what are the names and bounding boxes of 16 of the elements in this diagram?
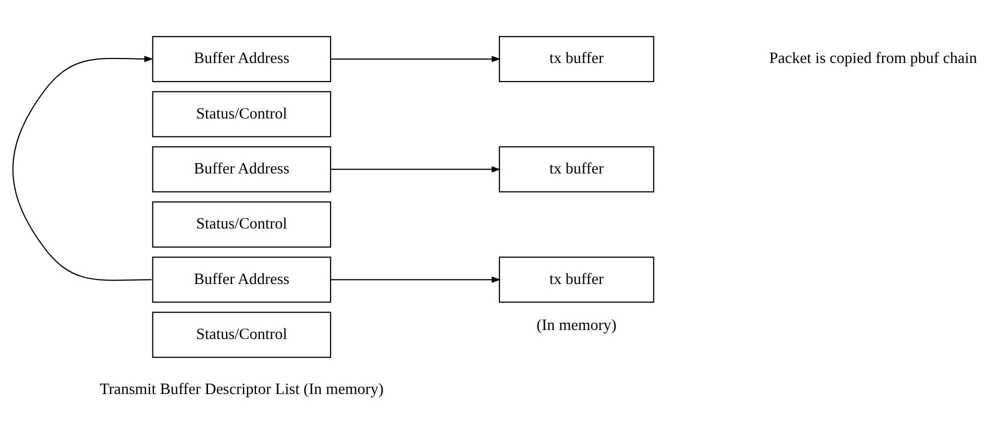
node-box: Buffer Address	[152, 146, 332, 192]
node-box: tx buffer	[498, 256, 654, 302]
arrow	[330, 166, 501, 172]
node-box: tx buffer	[498, 146, 654, 192]
label: Packet is copied from pbuf chain	[769, 50, 978, 67]
node-box: tx buffer	[498, 35, 654, 82]
node-box: Status/Control	[152, 90, 332, 137]
arrow	[330, 55, 501, 62]
node-box: Buffer Address	[152, 35, 332, 82]
label: Transmit Buffer Descriptor List (In memory)	[100, 380, 384, 398]
arrow	[12, 55, 154, 280]
node-box: Status/Control	[152, 311, 332, 358]
node-box: Buffer Address	[152, 256, 332, 302]
node-label: (In memory)	[536, 316, 617, 334]
arrow	[330, 276, 501, 282]
node-box: Status/Control	[152, 200, 332, 248]
